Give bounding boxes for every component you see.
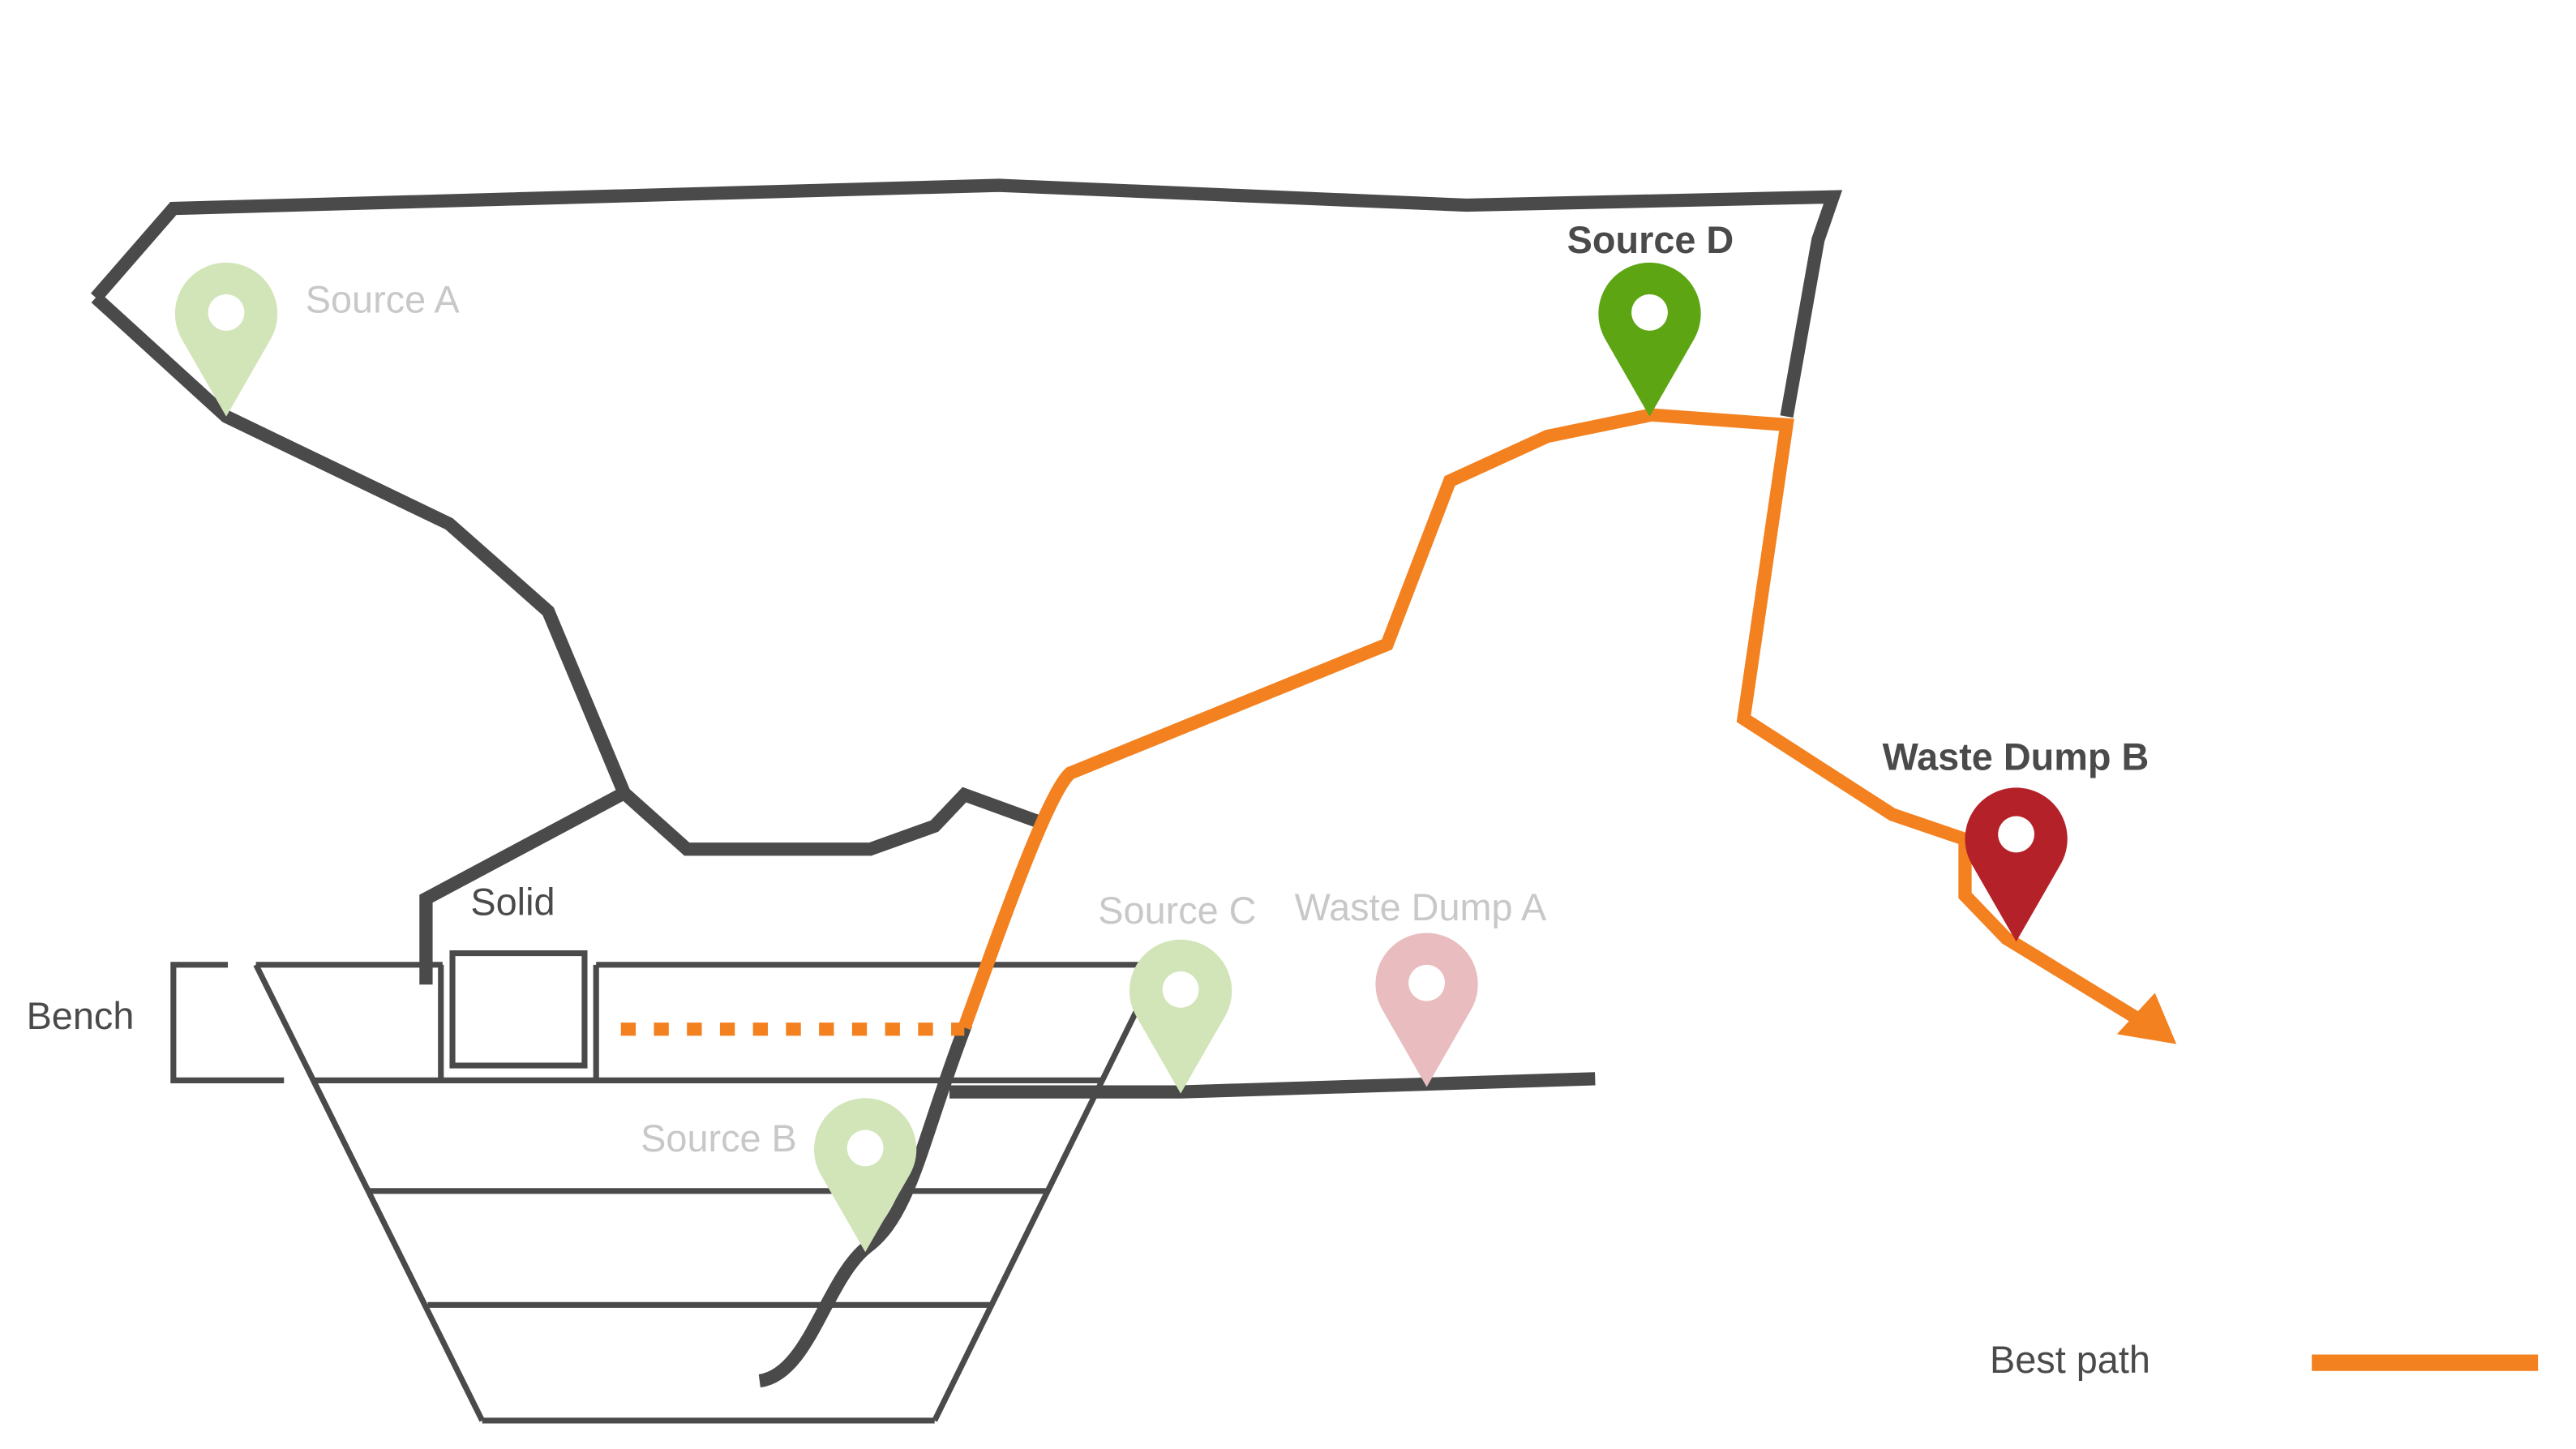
- best-path-arrowhead-icon: [2116, 992, 2177, 1044]
- waste-dump-a-pin-icon[interactable]: [1375, 932, 1478, 1087]
- open-pit: [253, 962, 1162, 1424]
- source-c-label: Source C: [1098, 890, 1256, 932]
- source-a-label: Source A: [306, 278, 461, 320]
- source-a-pin-icon[interactable]: [174, 262, 278, 417]
- waste-dump-b-pin-icon[interactable]: [1965, 787, 2068, 942]
- source-b-pin-icon[interactable]: [814, 1098, 917, 1253]
- source-c-pin-icon[interactable]: [1129, 939, 1232, 1094]
- bench-label: Bench: [27, 995, 135, 1037]
- pit-access-road: [419, 787, 628, 985]
- best-path: [958, 408, 2150, 1031]
- waste-dump-b-label: Waste Dump B: [1883, 736, 2150, 778]
- legend-best-path-label: Best path: [1990, 1339, 2150, 1381]
- legend: Best path: [1990, 1339, 2539, 1381]
- solid-block: [449, 950, 588, 1069]
- waste-dump-a-label: Waste Dump A: [1295, 886, 1547, 928]
- solid-label: Solid: [470, 881, 555, 924]
- source-d-label: Source D: [1567, 219, 1734, 261]
- source-b-label: Source B: [641, 1117, 797, 1160]
- source-d-pin-icon[interactable]: [1598, 262, 1701, 417]
- west-haul-road: [91, 293, 1039, 856]
- bench-bracket: [170, 962, 285, 1083]
- outer-haul-road: [90, 178, 1843, 418]
